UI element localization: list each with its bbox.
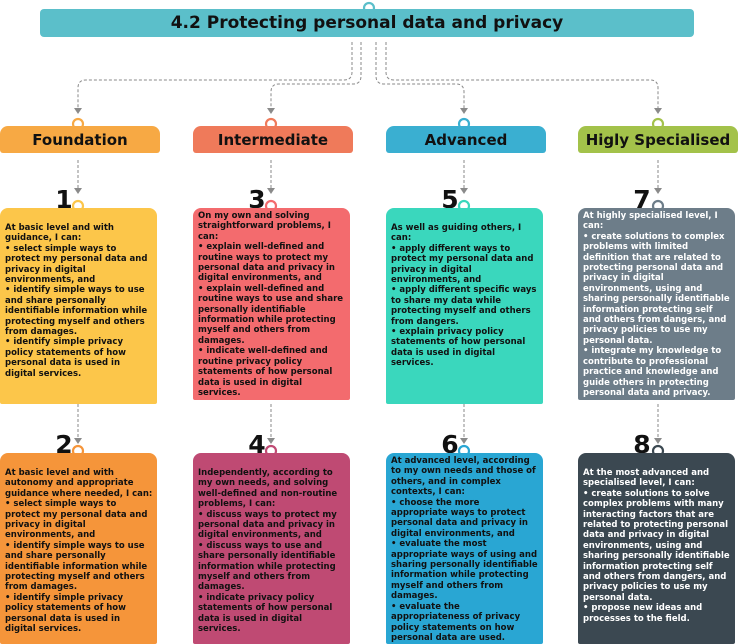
card-bullet-item: • create solutions to complex problems w… [583, 231, 730, 346]
level-card-6: At advanced level, according to my own n… [386, 453, 543, 644]
level-number-4: 4 [248, 430, 266, 459]
card-bullet-item: • apply different specific ways to share… [391, 285, 537, 327]
card-bullet-item: • integrate my knowledge to contribute t… [583, 346, 722, 398]
level-number-5: 5 [441, 185, 459, 214]
card-bullet-item: • explain well-defined and routine ways … [198, 242, 335, 284]
card-bullet-item: • evaluate the most appropriate ways of … [391, 539, 538, 602]
card-bullet-item: • select simple ways to protect my perso… [5, 243, 148, 286]
page-title: 4.2 Protecting personal data and privacy [40, 9, 694, 37]
level-tab-advanced: Advanced [386, 126, 546, 153]
card-bullet-item: • identify simple privacy policy stateme… [5, 337, 126, 379]
level-tab-foundation: Foundation [0, 126, 160, 153]
level-card-7: At highly specialised level, I can:• cre… [578, 208, 735, 400]
card-intro-text: As well as guiding others, I can: [391, 223, 522, 244]
card-bullet-item: • explain well-defined and routine ways … [198, 283, 344, 346]
level-number-8: 8 [633, 430, 651, 459]
card-bullet-item: • identify simple privacy policy stateme… [5, 592, 126, 635]
card-intro-text: Independently, according to my own needs… [198, 468, 338, 510]
level-card-8: At the most advanced and specialised lev… [578, 453, 735, 644]
card-bullet-item: • select simple ways to protect my perso… [5, 499, 148, 541]
level-card-5: As well as guiding others, I can:• apply… [386, 208, 543, 404]
card-intro-text: At advanced level, according to my own n… [391, 456, 536, 498]
level-tab-intermediate: Intermediate [193, 126, 353, 153]
level-number-7: 7 [633, 185, 651, 214]
level-number-2: 2 [55, 430, 73, 459]
card-bullet-item: • apply different ways to protect my per… [391, 243, 534, 286]
card-intro-text: At basic level and with autonomy and app… [5, 468, 153, 499]
card-bullet-item: • indicate privacy policy statements of … [198, 592, 333, 635]
level-card-3: On my own and solving straightforward pr… [193, 208, 350, 400]
level-card-4: Independently, according to my own needs… [193, 453, 350, 644]
card-bullet-item: • discuss ways to use and share personal… [198, 540, 336, 593]
level-number-6: 6 [441, 430, 459, 459]
card-intro-text: At the most advanced and specialised lev… [583, 468, 710, 489]
card-bullet-item: • identify simple ways to use and share … [5, 540, 148, 593]
level-card-1: At basic level and with guidance, I can:… [0, 208, 157, 404]
card-bullet-item: • identify simple ways to use and share … [5, 285, 148, 338]
card-bullet-item: • discuss ways to protect my personal da… [198, 509, 337, 541]
card-bullet-item: • choose the more appropriate ways to pr… [391, 497, 528, 539]
card-intro-text: At highly specialised level, I can: [583, 211, 718, 232]
card-intro-text: On my own and solving straightforward pr… [198, 211, 331, 242]
level-number-1: 1 [55, 185, 73, 214]
card-bullet-item: • create solutions to solve complex prob… [583, 488, 730, 603]
level-number-3: 3 [248, 185, 266, 214]
card-bullet-item: • evaluate the appropriateness of privac… [391, 601, 521, 643]
card-bullet-item: • propose new ideas and processes to the… [583, 603, 703, 624]
card-bullet-item: • explain privacy policy statements of h… [391, 327, 526, 369]
level-card-2: At basic level and with autonomy and app… [0, 453, 157, 644]
card-intro-text: At basic level and with guidance, I can: [5, 223, 114, 244]
level-tab-highly-specialised: Higly Specialised [578, 126, 738, 153]
card-bullet-item: • indicate well-defined and routine priv… [198, 346, 333, 398]
